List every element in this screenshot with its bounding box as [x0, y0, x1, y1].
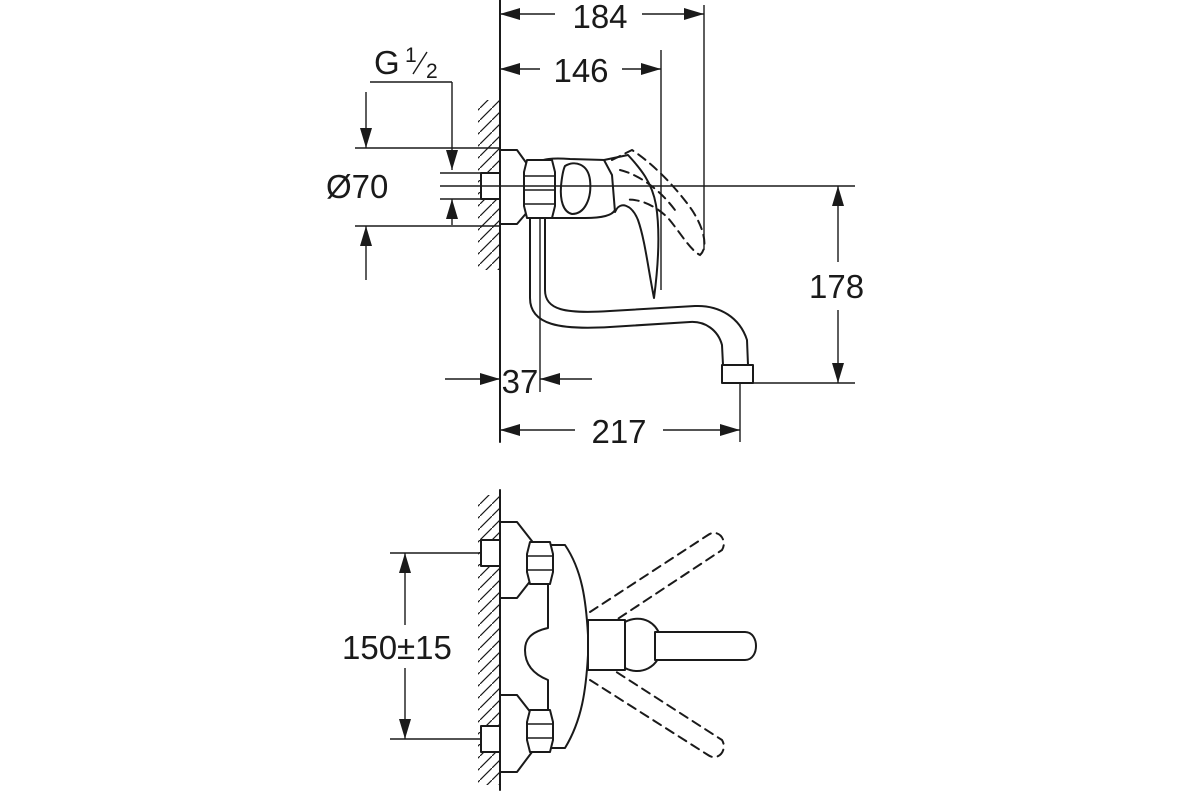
dim-diameter: Ø70 [326, 168, 388, 205]
connector-bottom [480, 725, 501, 753]
cartridge-cap [559, 162, 592, 215]
dim-centre-distance: 150±15 [342, 629, 452, 666]
wall-hatch-top [478, 495, 500, 785]
lever [603, 154, 660, 299]
dim-217: 217 [591, 413, 646, 450]
lever-raised-outline [611, 148, 706, 257]
union-nut [523, 159, 556, 219]
thread-label: G [374, 44, 400, 81]
dim-37: 37 [502, 363, 539, 400]
thread-numerator: 1 [405, 44, 417, 67]
top-view: 150±15 [342, 489, 757, 791]
thread-denominator: 2 [426, 60, 438, 83]
aerator [721, 364, 754, 384]
mixer-body-top [524, 544, 589, 749]
spout [529, 217, 724, 366]
dim-178: 178 [809, 268, 864, 305]
dim-146: 146 [553, 52, 608, 89]
lever-hub [587, 619, 626, 671]
nut-bottom [526, 709, 554, 753]
lever-handle [654, 631, 757, 661]
connector-top [480, 539, 501, 567]
dim-184: 184 [572, 0, 627, 35]
lever-right-position [589, 663, 725, 759]
side-view: 184 146 G 1 2 Ø70 [326, 0, 864, 450]
nut-top [526, 541, 554, 585]
lever-left-position [589, 531, 725, 629]
